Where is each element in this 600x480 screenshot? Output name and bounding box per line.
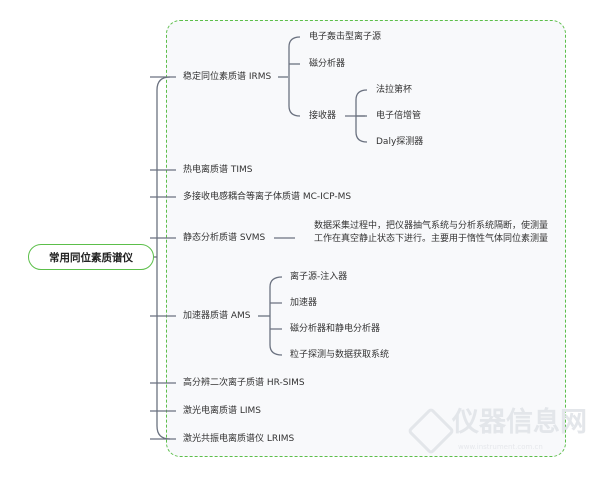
node-magnetic-analyzer[interactable]: 磁分析器 <box>309 59 346 69</box>
group-frame <box>166 20 566 457</box>
node-svms-note[interactable]: 数据采集过程中，把仪器抽气系统与分析系统隔断，使测量工作在真空静止状态下进行。主… <box>314 221 549 244</box>
node-accelerator[interactable]: 加速器 <box>290 298 318 308</box>
node-ion-source-injector[interactable]: 离子源-注入器 <box>290 272 348 282</box>
node-magnetic-electrostatic-analyzer[interactable]: 磁分析器和静电分析器 <box>290 324 381 334</box>
node-receiver[interactable]: 接收器 <box>309 111 337 121</box>
node-irms[interactable]: 稳定同位素质谱 IRMS <box>183 72 272 82</box>
watermark-text: 仪器信息网 <box>452 407 587 438</box>
node-electron-impact-source[interactable]: 电子轰击型离子源 <box>309 32 382 42</box>
root-node[interactable]: 常用同位素质谱仪 <box>28 244 154 270</box>
node-particle-detection-system[interactable]: 粒子探测与数据获取系统 <box>290 350 390 360</box>
node-lrims[interactable]: 激光共振电离质谱仪 LRIMS <box>183 434 295 444</box>
node-mc-icp-ms[interactable]: 多接收电感耦合等离子体质谱 MC-ICP-MS <box>183 192 352 202</box>
node-lims[interactable]: 激光电离质谱 LIMS <box>183 406 262 416</box>
node-tims[interactable]: 热电离质谱 TIMS <box>183 165 253 175</box>
node-electron-multiplier[interactable]: 电子倍增管 <box>376 111 422 121</box>
node-faraday-cup[interactable]: 法拉第杯 <box>376 85 413 95</box>
node-daly-detector[interactable]: Daly探测器 <box>376 137 424 147</box>
watermark-url: www.instrument.com.cn <box>458 443 543 451</box>
node-hr-sims[interactable]: 高分辨二次离子质谱 HR-SIMS <box>183 378 305 388</box>
node-ams[interactable]: 加速器质谱 AMS <box>183 311 251 321</box>
node-svms[interactable]: 静态分析质谱 SVMS <box>183 233 266 243</box>
